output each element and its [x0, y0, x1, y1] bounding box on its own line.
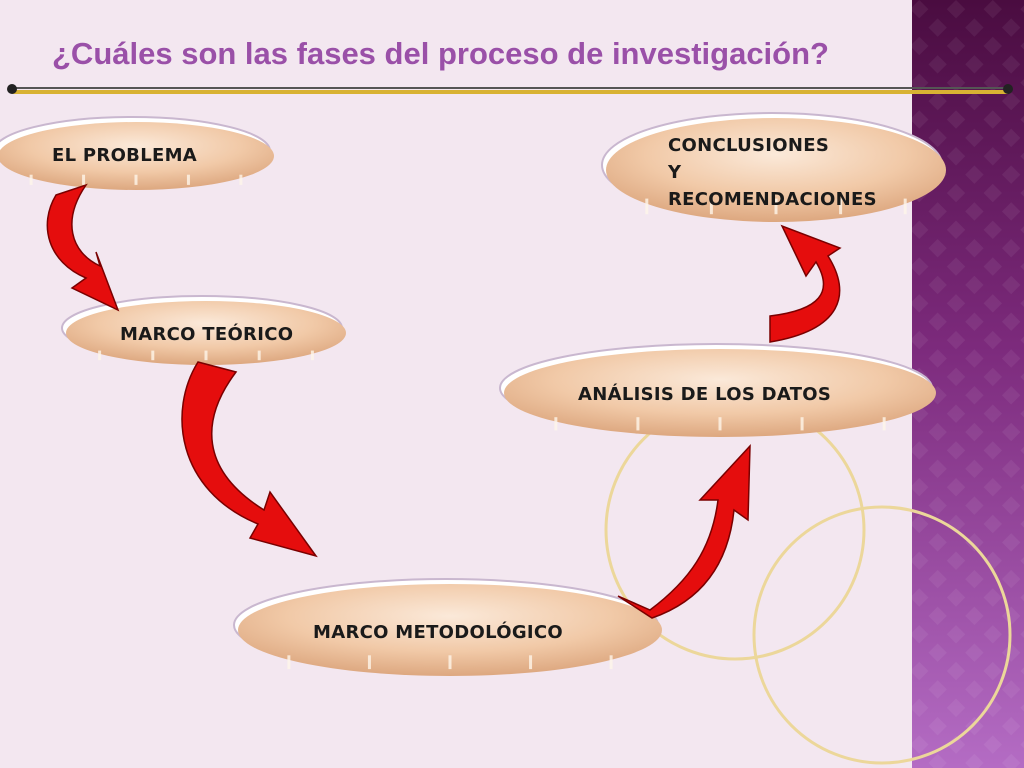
arrow-teorico-to-metodologico [181, 361, 318, 558]
arrow-analisis-to-conclusiones [769, 224, 842, 343]
node-analisis-datos [499, 343, 936, 437]
node-el-problema [0, 116, 274, 190]
node-label-analisis-datos: ANÁLISIS DE LOS DATOS [578, 384, 832, 405]
node-label-marco-metodologico: MARCO METODOLÓGICO [313, 622, 564, 643]
page-title: ¿Cuáles son las fases del proceso de inv… [52, 36, 829, 71]
arrow-metodologico-to-analisis [617, 444, 751, 619]
node-label-el-problema: EL PROBLEMA [52, 145, 198, 166]
arrow-problema-to-teorico [46, 183, 120, 312]
decor-ring-small [752, 505, 1012, 765]
node-marco-metodologico [233, 578, 662, 676]
node-label-conclusiones: CONCLUSIONES Y RECOMENDACIONES [668, 135, 877, 210]
node-marco-teorico [61, 295, 346, 365]
node-conclusiones [601, 112, 946, 222]
sidebar-decoration [912, 0, 1024, 768]
title-underline [7, 84, 1013, 94]
node-label-marco-teorico: MARCO TEÓRICO [120, 324, 294, 345]
